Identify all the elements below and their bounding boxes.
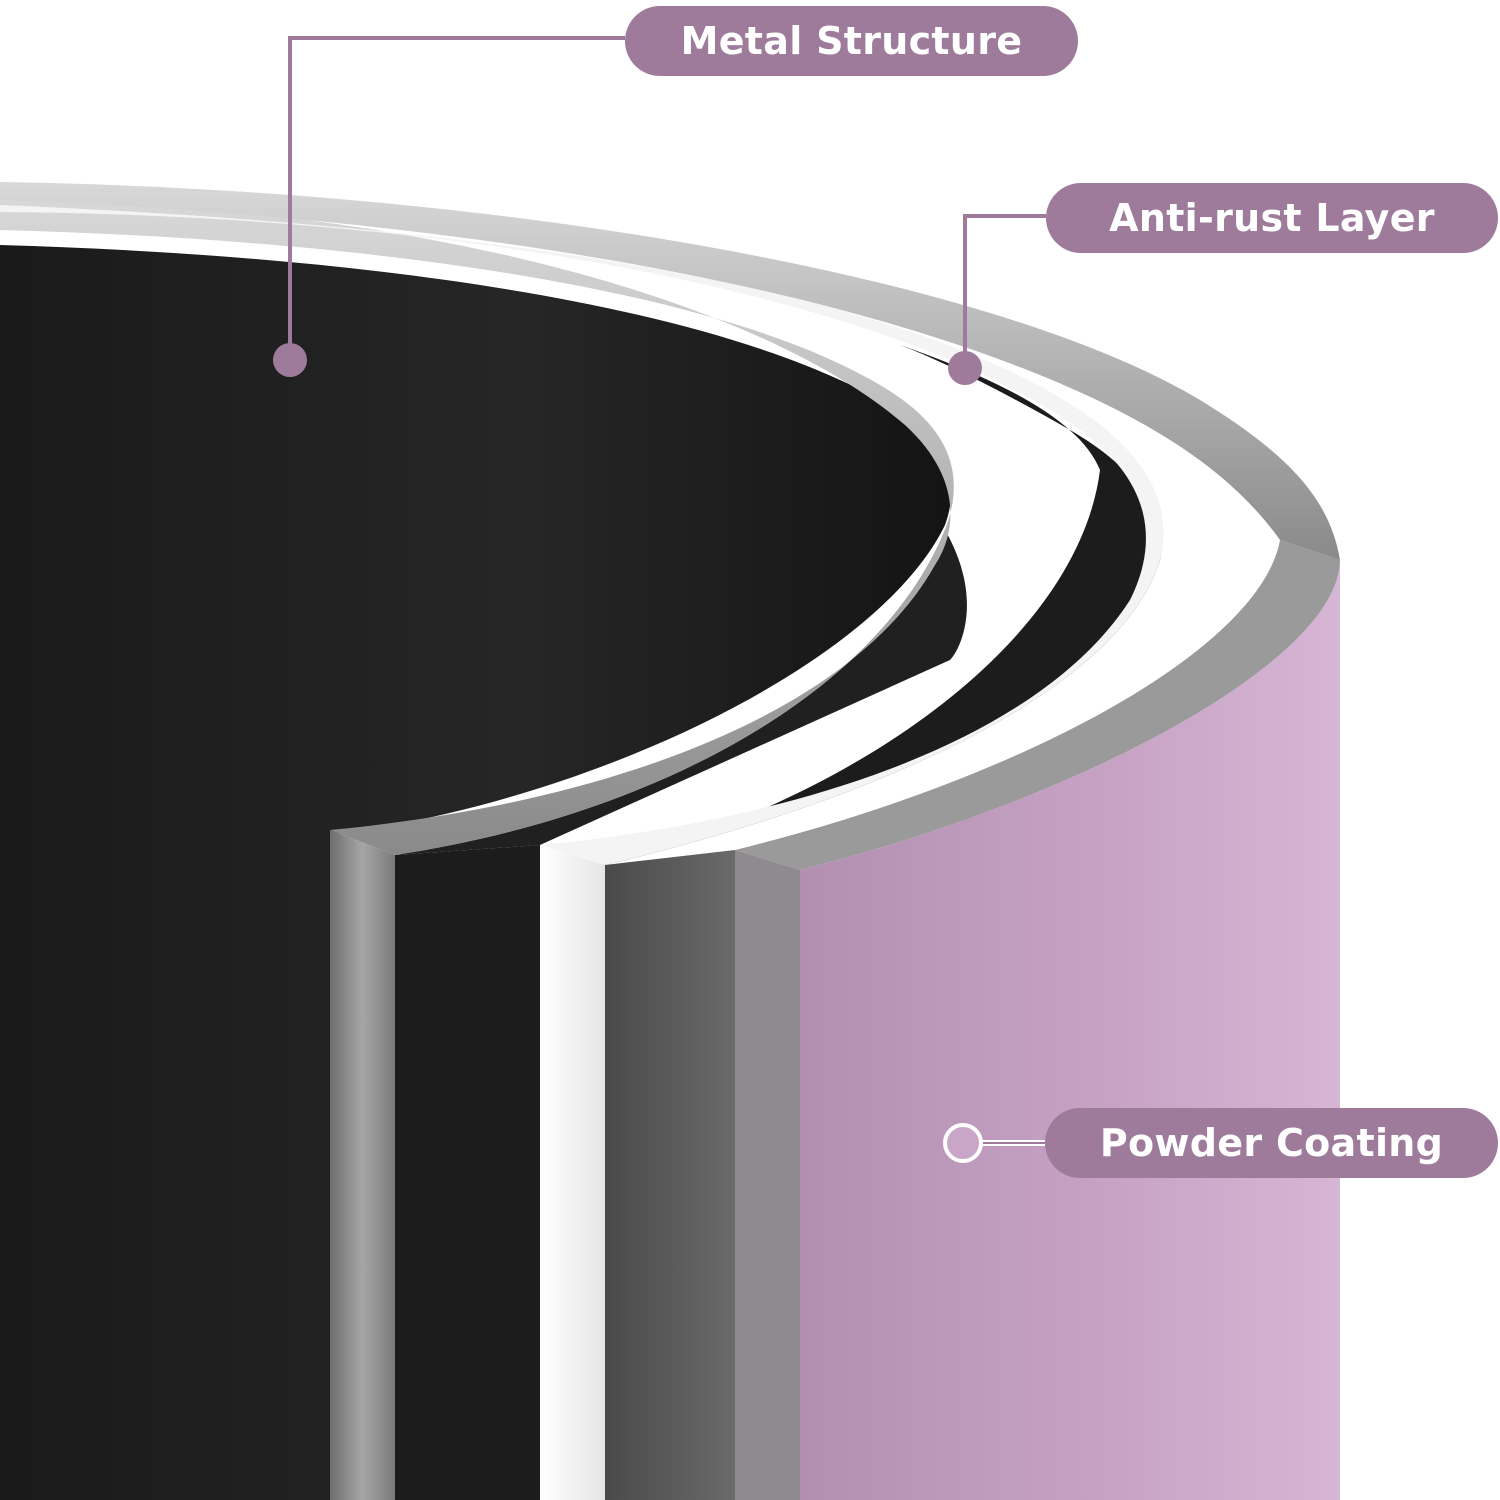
metal-structure-connector — [288, 36, 625, 360]
layer-gap-1 — [395, 530, 967, 855]
layer-gap-2 — [605, 345, 1162, 865]
metal-structure-marker — [273, 343, 307, 377]
outer-rim-inner — [735, 540, 1340, 870]
metal-structure-label: Metal Structure — [625, 6, 1078, 76]
powder-coating-marker — [943, 1123, 983, 1163]
outer-rim — [0, 182, 1340, 560]
anti-rust-connector — [963, 214, 1046, 368]
anti-rust-marker — [948, 351, 982, 385]
outer-layer-edge — [735, 850, 800, 1500]
interior-wall — [0, 245, 952, 1500]
anti-rust-layer-label: Anti-rust Layer — [1046, 183, 1498, 253]
metal-layer-face — [605, 850, 735, 1500]
layer-gap-1-panel — [395, 845, 540, 1500]
metal-structure-edge — [330, 830, 395, 1500]
anti-rust-edge — [540, 845, 605, 1500]
powder-coating-label: Powder Coating — [1045, 1108, 1498, 1178]
powder-coating-surface — [800, 560, 1340, 1500]
